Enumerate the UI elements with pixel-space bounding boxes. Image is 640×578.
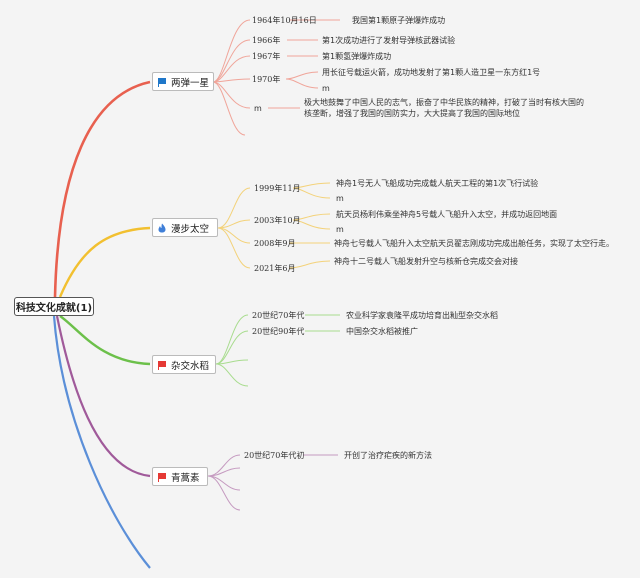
item-text: 第1次成功进行了发射导弹核武器试验: [322, 36, 456, 45]
flame-icon: [158, 223, 166, 232]
branch1-subconnectors: [212, 19, 340, 136]
branch-label: 杂交水稻: [171, 360, 210, 372]
branch-label: 青蒿素: [171, 472, 200, 484]
item-text: 用长征号载运火箭，成功地发射了第1颗人造卫星一东方红1号: [322, 68, 541, 77]
item-sub: m: [322, 84, 330, 93]
item-sub: m: [336, 225, 344, 234]
item-sub: m: [336, 194, 344, 203]
item-text: 极大地鼓舞了中国人民的志气，振奋了中华民族的精神，打破了当时有核大国的核垄断，增…: [304, 98, 584, 118]
item-time: 2003年10月: [254, 216, 301, 225]
item-text: 开创了治疗疟疾的新方法: [344, 451, 432, 460]
item-text: 我国第1颗原子弹爆炸成功: [352, 16, 446, 25]
item-time: 1964年10月16日: [252, 16, 317, 25]
branch-node-zajiaoshuidao[interactable]: 杂交水稻: [152, 355, 216, 374]
item-text: 中国杂交水稻被推广: [346, 327, 418, 336]
branch-node-qinghaosu[interactable]: 青蒿素: [152, 467, 208, 486]
item-text: 神舟十二号载人飞船发射升空与核新仓完成交会对接: [334, 257, 518, 266]
item-text: 农业科学家袁隆平成功培育出籼型杂交水稻: [346, 311, 498, 320]
item-time: 20世纪70年代: [252, 311, 305, 320]
item-time: 1966年: [252, 36, 281, 45]
item-time: 1970年: [252, 75, 281, 84]
item-text: 神舟1号无人飞船成功完成载人航天工程的第1次飞行试验: [336, 179, 539, 188]
branch4-subconnectors: [207, 454, 338, 511]
branch2-subconnectors: [217, 182, 331, 269]
flag-blue-icon: [158, 77, 166, 87]
branch-label: 两弹一星: [171, 77, 210, 89]
item-text: 神舟七号载人飞船升入太空航天员翟志刚成功完成出舱任务，实现了太空行走。: [334, 239, 614, 248]
branch-connector-5: [52, 315, 151, 569]
item-text: 航天员杨利伟乘坐神舟5号载人飞船升入太空，并成功返回地面: [336, 210, 558, 219]
branch-connector-3: [59, 315, 151, 366]
branch-node-manbutaikong[interactable]: 漫步太空: [152, 218, 218, 237]
item-time: 1967年: [252, 52, 281, 61]
item-time: 1999年11月: [254, 184, 301, 193]
item-time: 20世纪70年代初: [244, 451, 305, 460]
flag-red-icon: [158, 360, 166, 370]
root-node[interactable]: 科技文化成就(1): [14, 297, 94, 316]
branch-connector-2: [58, 226, 151, 298]
branch3-subconnectors: [215, 314, 340, 387]
item-time: m: [254, 104, 262, 113]
branch-node-liangdanyixing[interactable]: 两弹一星: [152, 72, 214, 91]
item-time: 2021年6月: [254, 264, 296, 273]
branch-connector-4: [55, 315, 151, 478]
flag-red-icon: [158, 472, 166, 482]
item-time: 20世纪90年代: [252, 327, 305, 336]
item-text: 第1颗氢弹爆炸成功: [322, 52, 392, 61]
branch-label: 漫步太空: [171, 223, 210, 235]
branch-connector-1: [53, 80, 151, 298]
item-time: 2008年9月: [254, 239, 296, 248]
